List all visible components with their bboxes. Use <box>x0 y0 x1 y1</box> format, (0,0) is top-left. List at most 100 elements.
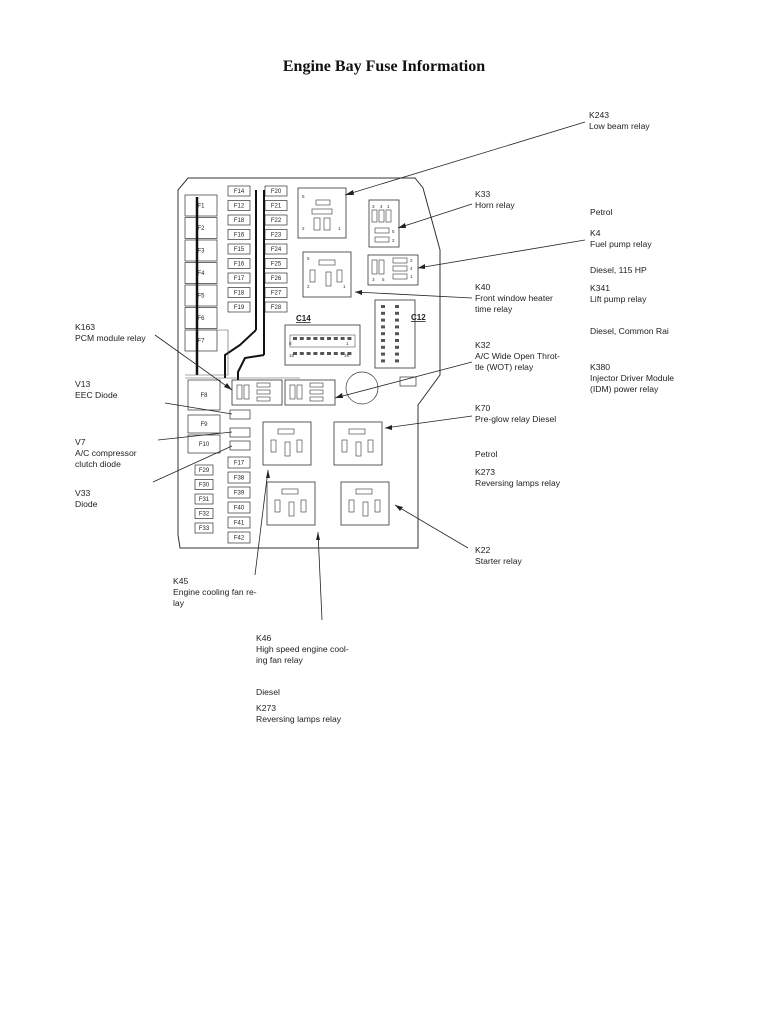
fuse-mid-1: F12 <box>227 200 251 211</box>
fuse-lower-mid-1: F38 <box>227 471 251 484</box>
svg-text:1: 1 <box>346 341 349 346</box>
svg-text:3: 3 <box>372 277 375 282</box>
fuse-f30: F30 <box>194 479 214 490</box>
relay-k32 <box>284 379 336 406</box>
svg-text:F27: F27 <box>271 291 282 297</box>
fuse-f8: F8 <box>187 379 221 411</box>
divider-lines <box>185 329 300 379</box>
fuse-f7: F7 <box>184 329 218 352</box>
callout-lines <box>152 121 586 621</box>
svg-text:16: 16 <box>289 353 295 358</box>
fuse-mid-0: F14 <box>227 185 251 197</box>
svg-text:F40: F40 <box>234 506 245 512</box>
svg-text:1: 1 <box>387 204 390 209</box>
fuse-f29: F29 <box>194 464 214 476</box>
svg-text:F8: F8 <box>200 393 208 399</box>
small-bracket <box>399 376 417 387</box>
svg-text:5: 5 <box>302 194 305 199</box>
fuse-lower-mid-3: F40 <box>227 501 251 514</box>
fuse-f4: F4 <box>184 262 218 284</box>
svg-text:F17: F17 <box>234 276 245 282</box>
svg-text:1: 1 <box>338 226 341 231</box>
diode-v33 <box>229 440 251 451</box>
svg-text:8: 8 <box>289 341 292 346</box>
page-title: Engine Bay Fuse Information <box>282 58 486 75</box>
svg-text:2: 2 <box>410 258 413 263</box>
svg-text:F26: F26 <box>271 276 282 282</box>
fuse-mid-7: F18 <box>227 287 251 298</box>
fuse-mid-2: F18 <box>227 214 251 226</box>
fuse-f25: F25 <box>264 258 288 269</box>
svg-text:F39: F39 <box>234 491 245 497</box>
fuse-f32: F32 <box>194 508 214 519</box>
svg-text:4: 4 <box>410 266 413 271</box>
svg-text:F5: F5 <box>197 294 205 300</box>
svg-text:F25: F25 <box>271 262 282 268</box>
svg-text:3: 3 <box>372 204 375 209</box>
svg-text:F16: F16 <box>234 233 245 239</box>
fuse-f28: F28 <box>264 301 288 313</box>
svg-text:1: 1 <box>343 284 346 289</box>
diode-v7 <box>229 427 251 438</box>
fuse-mid-3: F16 <box>227 229 251 240</box>
fuse-f24: F24 <box>264 243 288 255</box>
diode-v13 <box>229 409 251 420</box>
callout-arrows <box>224 190 425 540</box>
svg-text:F29: F29 <box>199 468 210 474</box>
fuse-f21: F21 <box>264 200 288 211</box>
svg-text:F17: F17 <box>234 461 245 467</box>
svg-text:F19: F19 <box>234 305 245 311</box>
fuse-f22: F22 <box>264 214 288 226</box>
fuse-lower-mid-4: F41 <box>227 516 251 529</box>
svg-text:F4: F4 <box>197 271 205 277</box>
svg-text:F23: F23 <box>271 233 282 239</box>
svg-text:F33: F33 <box>199 526 210 532</box>
fuse-mid-5: F16 <box>227 258 251 269</box>
svg-text:F7: F7 <box>197 339 205 345</box>
svg-text:2: 2 <box>307 284 310 289</box>
svg-text:F32: F32 <box>199 512 210 518</box>
fuse-f6: F6 <box>184 307 218 329</box>
svg-text:F24: F24 <box>271 247 282 253</box>
label-diesel: Diesel <box>256 687 280 697</box>
fuse-lower-mid-5: F42 <box>227 531 251 544</box>
svg-text:F20: F20 <box>271 189 282 195</box>
svg-text:F42: F42 <box>234 536 245 542</box>
svg-text:F9: F9 <box>200 422 208 428</box>
svg-text:F2: F2 <box>197 226 205 232</box>
label-diesel-common-rail: Diesel, Common Rai <box>590 326 669 336</box>
relay-k70 <box>333 421 383 466</box>
relay-k22 <box>340 481 390 526</box>
fuse-f20: F20 <box>264 185 288 197</box>
connector-c12-label: C12 <box>411 313 426 322</box>
svg-text:F12: F12 <box>234 204 245 210</box>
label-diesel-115hp: Diesel, 115 HP <box>590 265 647 275</box>
svg-text:2: 2 <box>302 226 305 231</box>
fuse-lower-mid-0: F17 <box>227 456 251 469</box>
svg-text:F10: F10 <box>199 442 210 448</box>
svg-text:F18: F18 <box>234 218 245 224</box>
fuse-mid-8: F19 <box>227 301 251 313</box>
svg-text:2: 2 <box>392 238 395 243</box>
relay-k243: 5 2 1 <box>297 187 347 239</box>
fuse-f9: F9 <box>187 414 221 434</box>
fuse-mid-6: F17 <box>227 272 251 284</box>
svg-text:5: 5 <box>382 277 385 282</box>
